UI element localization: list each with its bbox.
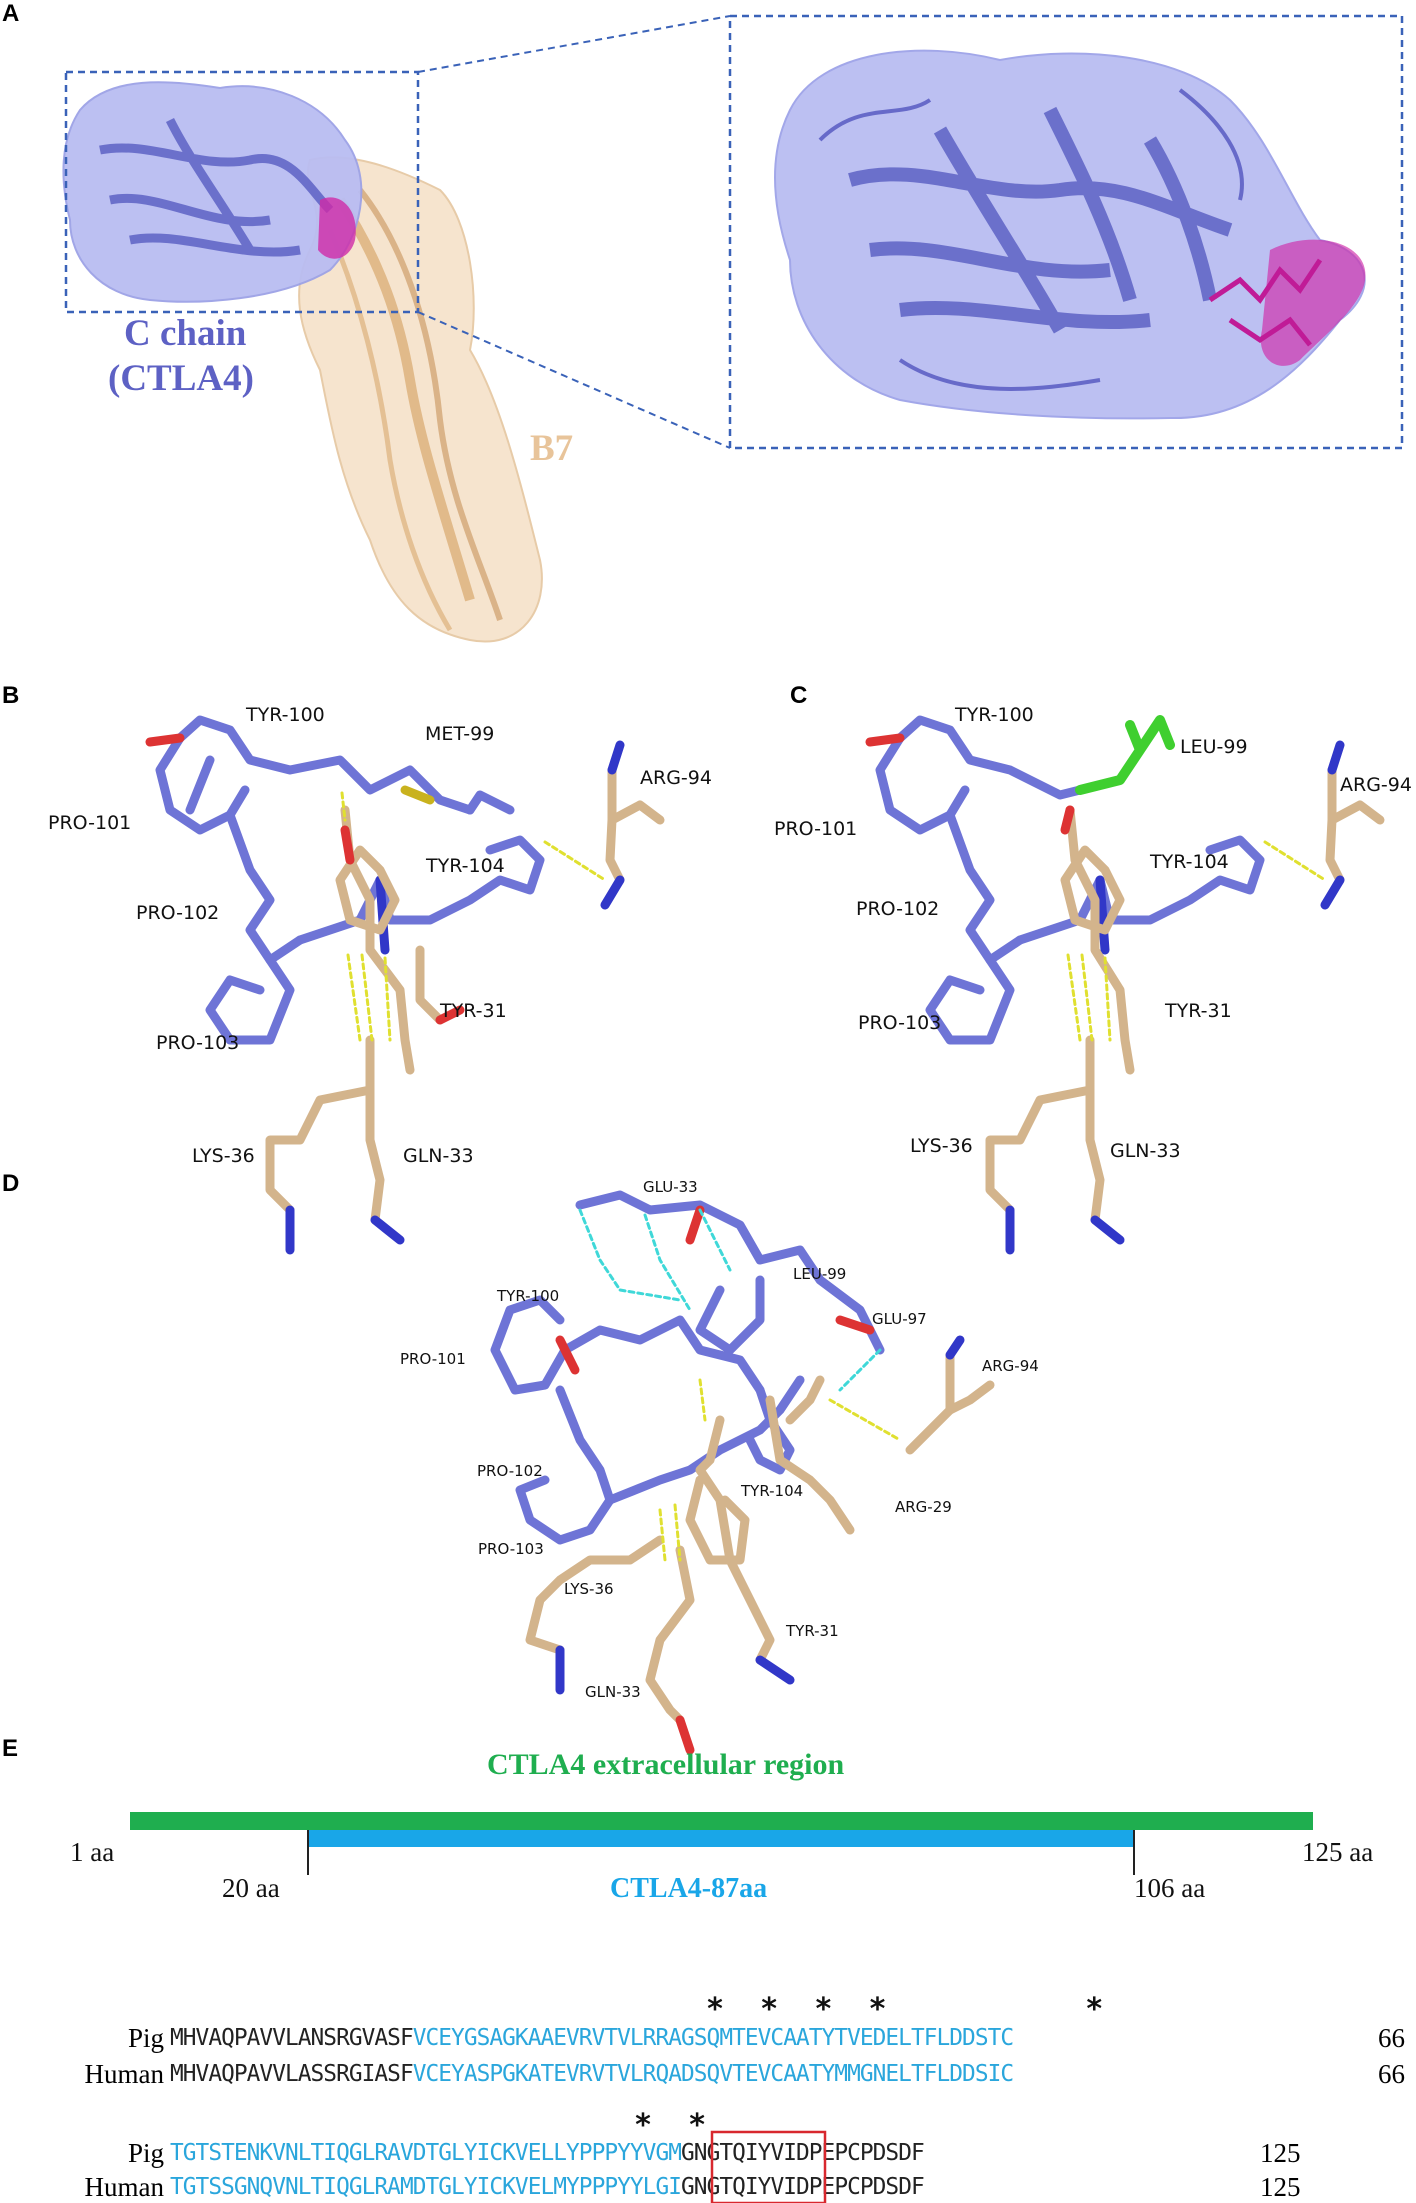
d-label-tyr100: TYR-100 bbox=[497, 1287, 560, 1305]
c-label-arg94: ARG-94 bbox=[1340, 774, 1412, 796]
d-label-tyr31: TYR-31 bbox=[786, 1622, 839, 1640]
b7-ribbon-3 bbox=[327, 229, 453, 632]
c-label-lys36: LYS-36 bbox=[910, 1135, 973, 1157]
conservation-stars-block2: * * bbox=[634, 2108, 707, 2143]
zoom-ctla4-loops bbox=[818, 88, 1244, 391]
d-label-leu99: LEU-99 bbox=[793, 1265, 847, 1283]
zoom-ctla4-ribbon bbox=[848, 106, 1233, 334]
zoom-interface-sticks bbox=[1208, 258, 1323, 347]
interface-patch bbox=[318, 197, 356, 259]
c-label-tyr31: TYR-31 bbox=[1165, 1000, 1232, 1022]
panel-label-e: E bbox=[2, 1735, 19, 1762]
end-label: 125 aa bbox=[1302, 1837, 1374, 1867]
d-label-arg94: ARG-94 bbox=[982, 1357, 1039, 1375]
b-label-pro102: PRO-102 bbox=[136, 902, 220, 924]
c-label-leu99: LEU-99 bbox=[1180, 736, 1248, 758]
seq-name-pig-2: Pig bbox=[127, 2138, 164, 2168]
ctla4-chain-label-sub: (CTLA4) bbox=[108, 358, 254, 399]
ctla4-chain-label: C chain bbox=[124, 313, 247, 354]
zoom-interface-patch bbox=[1260, 239, 1366, 366]
seq-name-pig-1: Pig bbox=[127, 2023, 164, 2053]
b7-ribbon bbox=[335, 197, 475, 602]
d-label-tyr104: TYR-104 bbox=[741, 1482, 804, 1500]
b7-ribbon-2 bbox=[357, 188, 503, 621]
extracellular-region-title: CTLA4 extracellular region bbox=[487, 1748, 845, 1781]
c-label-pro101: PRO-101 bbox=[774, 818, 858, 840]
b-label-pro101: PRO-101 bbox=[48, 812, 132, 834]
b-label-tyr100: TYR-100 bbox=[246, 704, 325, 726]
sub-region-bar bbox=[308, 1830, 1134, 1847]
start-label: 1 aa bbox=[70, 1837, 115, 1867]
panel-a-structure bbox=[62, 14, 1404, 643]
panel-label-d: D bbox=[2, 1170, 20, 1197]
sub-region-label: CTLA4-87aa bbox=[610, 1873, 768, 1904]
d-label-gln33: GLN-33 bbox=[585, 1683, 641, 1701]
panel-label-a: A bbox=[2, 0, 20, 27]
d-label-pro102: PRO-102 bbox=[477, 1462, 543, 1480]
b-label-arg94: ARG-94 bbox=[640, 767, 712, 789]
b-label-tyr31: TYR-31 bbox=[440, 1000, 507, 1022]
d-label-lys36: LYS-36 bbox=[564, 1580, 614, 1598]
b7-label: B7 bbox=[530, 428, 574, 469]
c-label-tyr100: TYR-100 bbox=[955, 704, 1034, 726]
myppppy-motif-box bbox=[710, 2130, 827, 2203]
b-label-pro103: PRO-103 bbox=[156, 1032, 240, 1054]
b7-surface bbox=[298, 156, 543, 643]
sub-end-label: 106 aa bbox=[1134, 1873, 1206, 1903]
d-label-glu97: GLU-97 bbox=[872, 1310, 927, 1328]
b-label-tyr104: TYR-104 bbox=[426, 855, 505, 877]
seq-num-pig-1: 66 bbox=[1378, 2023, 1405, 2053]
sub-start-label: 20 aa bbox=[222, 1873, 280, 1903]
b-label-lys36: LYS-36 bbox=[192, 1145, 255, 1167]
zoom-target-box bbox=[728, 14, 1404, 450]
seq-num-pig-2: 125 bbox=[1260, 2138, 1301, 2168]
seq-name-human-1: Human bbox=[84, 2059, 164, 2089]
d-label-pro101: PRO-101 bbox=[400, 1350, 466, 1368]
d-label-pro103: PRO-103 bbox=[478, 1540, 544, 1558]
b-label-met99: MET-99 bbox=[425, 723, 495, 745]
seq-name-human-2: Human bbox=[84, 2172, 164, 2202]
seq-num-human-1: 66 bbox=[1378, 2059, 1405, 2089]
seq-human-2: TGTSSGNQVNLTIQGLRAMDTGLYICKVELMYPPPYYLGI… bbox=[170, 2174, 925, 2200]
c-label-gln33: GLN-33 bbox=[1110, 1140, 1181, 1162]
seq-pig-2: TGTSTENKVNLTIQGLRAVDTGLYICKVELLYPPPYYVGM… bbox=[170, 2140, 925, 2166]
seq-human-1: MHVAQPAVVLASSRGIASFVCEYASPGKATEVRVTVLRQA… bbox=[170, 2061, 1014, 2087]
seq-num-human-2: 125 bbox=[1260, 2172, 1301, 2202]
panel-label-b: B bbox=[2, 682, 20, 709]
c-label-tyr104: TYR-104 bbox=[1150, 851, 1229, 873]
c-label-pro103: PRO-103 bbox=[858, 1012, 942, 1034]
seq-pig-1: MHVAQPAVVLANSRGVASFVCEYGSAGKAAEVRVTVLRRA… bbox=[170, 2025, 1014, 2051]
b-label-gln33: GLN-33 bbox=[403, 1145, 474, 1167]
conservation-stars-block1: * * * * * bbox=[706, 1992, 1104, 2027]
panel-label-c: C bbox=[790, 682, 808, 709]
zoom-source-box bbox=[64, 70, 420, 314]
c-label-pro102: PRO-102 bbox=[856, 898, 940, 920]
ctla4-ribbon bbox=[99, 117, 334, 257]
d-label-glu33-top: GLU-33 bbox=[643, 1178, 698, 1196]
full-region-bar bbox=[130, 1812, 1313, 1830]
d-label-arg29: ARG-29 bbox=[895, 1498, 952, 1516]
